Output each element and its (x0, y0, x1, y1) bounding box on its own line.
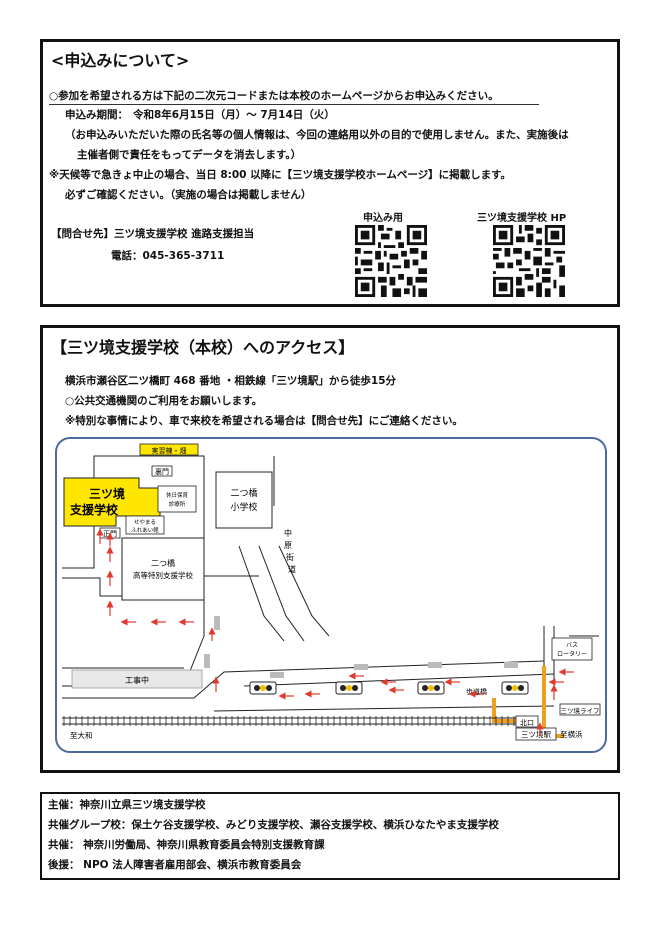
organizer-support: 後援： NPO 法人障害者雇用部会、横浜市教育委員会 (48, 859, 302, 871)
bus-label-1: バス (566, 642, 578, 649)
jisshu-building (139, 443, 199, 456)
to-yamato-label: 至大和 (70, 730, 93, 740)
access-car-note: ※特別な事情により、車で来校を希望される場合は【問合せ先】にご連絡ください。 (65, 415, 463, 427)
qr-apply-label: 申込み用 (363, 213, 403, 224)
kaido-char-2: 原 (284, 541, 292, 550)
application-heading: <申込みについて> (51, 51, 190, 70)
access-map: 実習棟・畑 裏門 三ツ境 支援学校 休日保育 診療所 せやまる ふれあい館 正門… (55, 437, 607, 753)
contact-phone: 電話：045-365-3711 (111, 250, 225, 262)
traffic-light-icon (501, 681, 529, 695)
arrow-icon (96, 528, 574, 736)
traffic-light-icon (417, 681, 445, 695)
bus-label-2: ロータリー (557, 650, 587, 658)
to-yokohama-label: 至横浜 (560, 729, 583, 739)
seya-label-1: せやまる (134, 518, 156, 526)
seya-label-2: ふれあい館 (131, 526, 159, 534)
jisshu-label: 実習棟・畑 (152, 446, 187, 455)
kaido-char-3: 街 (286, 552, 294, 562)
railway-icon (62, 716, 530, 726)
qr-code-icon[interactable] (355, 225, 427, 297)
organizer-cohost-group: 共催グループ校：保土ケ谷支援学校、みどり支援学校、瀬谷支援学校、横浜ひなたやま支… (48, 819, 499, 831)
access-address: 横浜市瀬谷区二ツ橋町 468 番地 ・相鉄線「三ツ境駅」から徒歩15分 (65, 375, 396, 387)
period-label: 申込み期間： (65, 109, 128, 121)
organizer-cohost: 共催： 神奈川労働局、神奈川県教育委員会特別支援教育課 (48, 839, 325, 851)
hoiku-label-2: 診療所 (169, 500, 186, 508)
traffic-light-icon (335, 681, 363, 695)
tokubetsu-label-2: 高等特別支援学校 (133, 570, 193, 580)
kaido-char-4: 道 (288, 564, 296, 574)
access-section: 【三ツ境支援学校（本校）へのアクセス】 横浜市瀬谷区二ツ橋町 468 番地 ・相… (40, 325, 620, 773)
weather-note-2: 必ずご確認ください。（実施の場合は掲載しません） (65, 189, 312, 201)
elem-label-2: 小学校 (230, 501, 257, 513)
application-instructions: ○参加を希望される方は下記の二次元コードまたは本校のホームページからお申込みくだ… (49, 90, 499, 102)
qr-code-icon[interactable] (493, 225, 565, 297)
application-section: <申込みについて> ○参加を希望される方は下記の二次元コードまたは本校のホームペ… (40, 39, 620, 307)
organizer-host: 主催：神奈川立県三ツ境支援学校 (48, 799, 206, 811)
weather-note-1: ※天候等で急きょ中止の場合、当日 8:00 以降に【三ツ境支援学校ホームページ】… (49, 169, 512, 181)
school-label-1: 三ツ境 (89, 486, 125, 501)
hoiku-label-1: 休日保育 (166, 491, 189, 499)
traffic-light-icon (249, 681, 277, 695)
privacy-note-2: 主催者側で責任をもってデータを消去します。） (77, 149, 302, 161)
school-label-2: 支援学校 (69, 502, 119, 517)
koujichu-label: 工事中 (125, 675, 149, 685)
privacy-note-1: （お申込みいただいた際の氏名等の個人情報は、今回の連絡用以外の目的で使用しません… (65, 129, 569, 141)
organizers-section: 主催：神奈川立県三ツ境支援学校 共催グループ校：保土ケ谷支援学校、みどり支援学校… (40, 792, 620, 880)
life-label: 三ツ境ライフ (561, 706, 600, 715)
uramon-label: 裏門 (155, 467, 169, 476)
contact-label: 【問合せ先】三ツ境支援学校 進路支援担当 (51, 228, 255, 240)
access-heading: 【三ツ境支援学校（本校）へのアクセス】 (51, 338, 355, 357)
elem-label-1: 二つ橋 (230, 487, 257, 499)
kaido-char-1: 中 (284, 528, 292, 538)
qr-hp-label: 三ツ境支援学校 HP (477, 213, 567, 224)
access-public-transport: ○公共交通機関のご利用をお願いします。 (65, 395, 263, 407)
period-underline (49, 104, 539, 105)
station-label: 三ツ境駅 (521, 729, 551, 739)
period-value: 令和8年6月15日（月）～ 7月14日（火） (133, 109, 335, 121)
hodokyo-label: 歩道橋 (466, 687, 487, 696)
tokubetsu-label-1: 二つ橋 (151, 558, 175, 568)
kitaguchi-label: 北口 (520, 719, 534, 727)
